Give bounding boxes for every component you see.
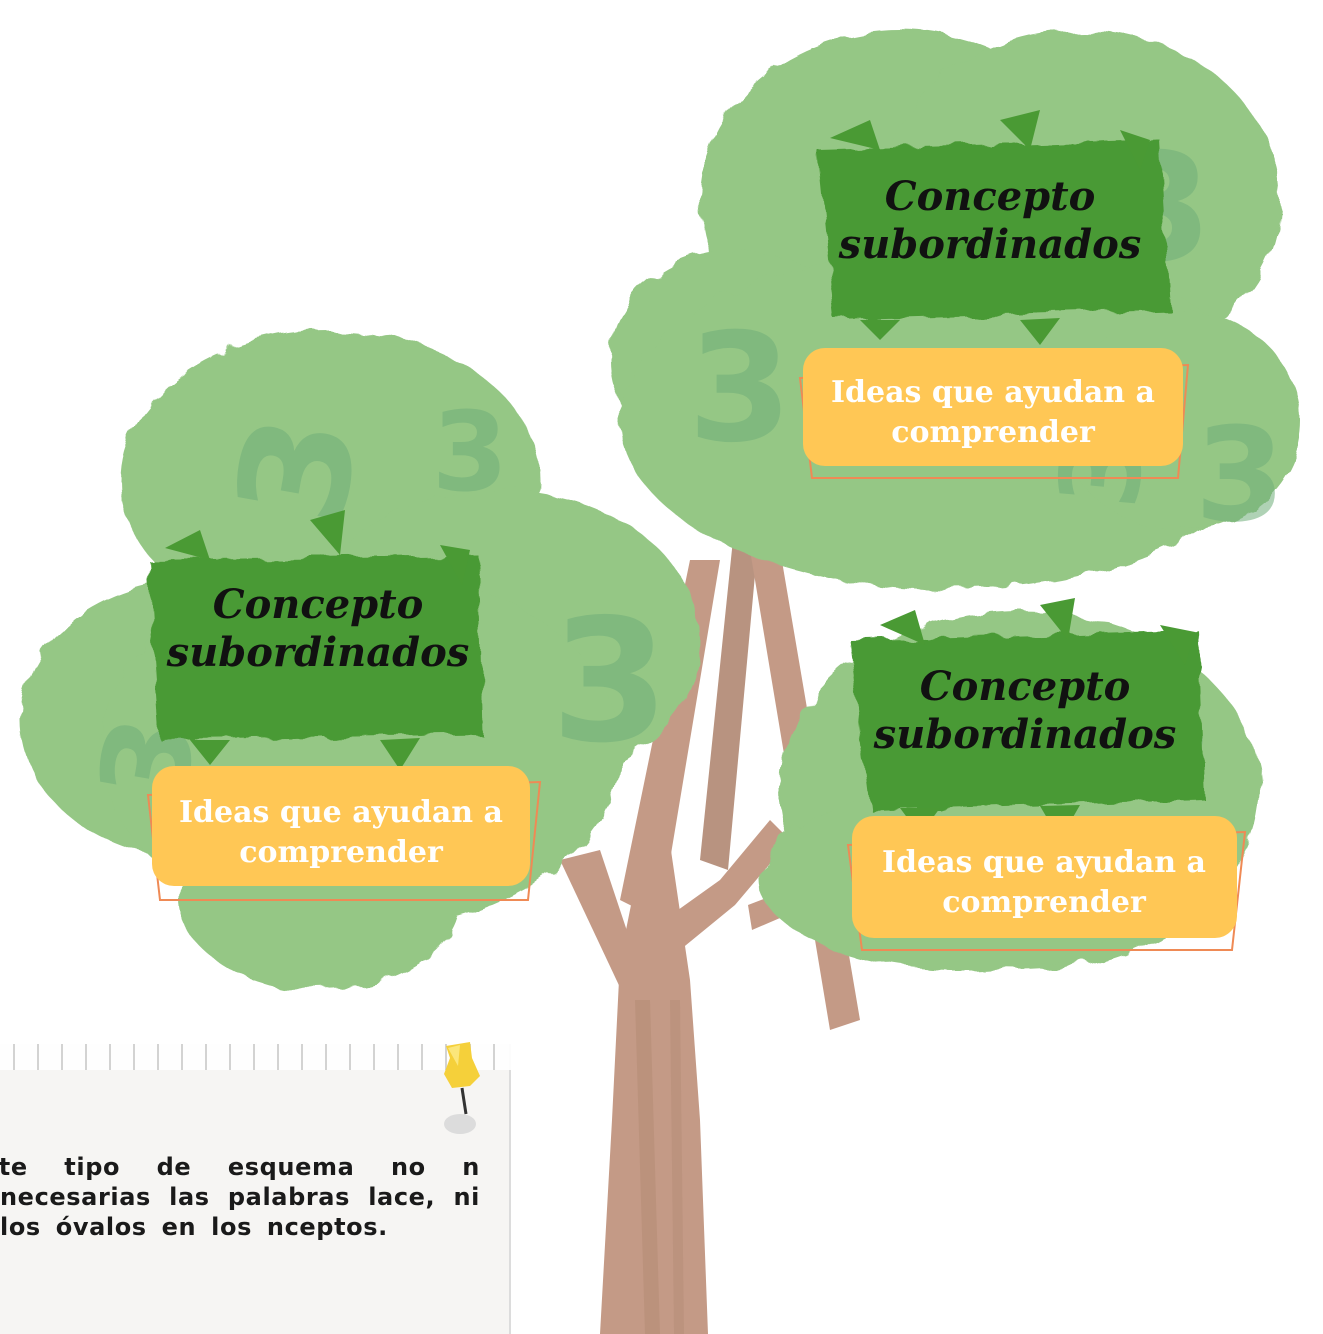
decorative-digit: 3 [688,302,792,476]
idea-label-line1: Ideas que ayudan a [831,375,1155,410]
concept-node: Concepto subordinados Ideas que ayudan a… [146,510,542,901]
decorative-digit: 3 [1195,399,1285,551]
idea-label-line1: Ideas que ayudan a [179,795,503,830]
concept-label-line2: subordinados [838,221,1142,268]
pushpin-icon [444,1042,480,1134]
concept-label-line1: Concepto [920,663,1131,710]
idea-label-line1: Ideas que ayudan a [882,845,1206,880]
concept-box: Concepto subordinados [818,110,1170,345]
concept-label-line1: Concepto [213,581,424,628]
idea-box: Ideas que ayudan a comprender [846,816,1247,951]
idea-label-line2: comprender [891,415,1096,450]
concept-node: Concepto subordinados Ideas que ayudan a… [798,110,1190,479]
decorative-digit: 3 [551,583,669,781]
idea-box: Ideas que ayudan a comprender [146,766,542,901]
idea-box: Ideas que ayudan a comprender [798,348,1190,479]
concept-label-line1: Concepto [885,173,1096,220]
idea-label-line2: comprender [942,885,1147,920]
idea-label-line2: comprender [239,835,444,870]
decorative-digit: 3 [432,388,509,516]
concept-box: Concepto subordinados [148,510,482,770]
note-text: este tipo de esquema no n necesarias las… [0,1153,480,1241]
concept-node: Concepto subordinados Ideas que ayudan a… [846,598,1247,951]
concept-box: Concepto subordinados [850,598,1205,840]
concept-label-line2: subordinados [873,711,1177,758]
notebook-binding [0,1044,511,1070]
concept-label-line2: subordinados [166,629,470,676]
note-card: este tipo de esquema no n necesarias las… [0,1042,511,1334]
